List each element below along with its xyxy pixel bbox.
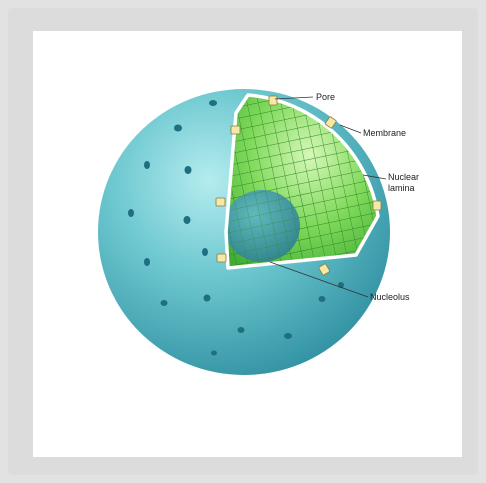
pore-hole — [144, 258, 150, 266]
pore-complex — [216, 198, 225, 206]
pore-hole — [144, 161, 150, 169]
pore-hole — [211, 351, 217, 356]
pore-hole — [184, 216, 191, 224]
pore-hole — [128, 209, 134, 217]
pore-hole — [204, 295, 211, 302]
label-membrane: Membrane — [363, 128, 406, 138]
label-nuclear-lamina-line1: Nuclear — [388, 172, 419, 182]
pore-hole — [174, 125, 182, 132]
pore-complex — [373, 201, 381, 210]
pore-hole — [185, 166, 192, 174]
pore-hole — [238, 327, 245, 333]
label-nuclear-lamina-line2: lamina — [388, 183, 415, 193]
pore-complex — [231, 126, 240, 134]
label-pore: Pore — [316, 92, 335, 102]
pore-hole — [161, 300, 168, 306]
pore-hole — [284, 333, 292, 339]
pore-complex — [269, 96, 277, 105]
pore-complex — [217, 254, 226, 262]
pore-hole — [319, 296, 326, 302]
pore-hole — [209, 100, 217, 106]
label-nucleolus: Nucleolus — [370, 292, 410, 302]
pore-hole — [202, 248, 208, 256]
